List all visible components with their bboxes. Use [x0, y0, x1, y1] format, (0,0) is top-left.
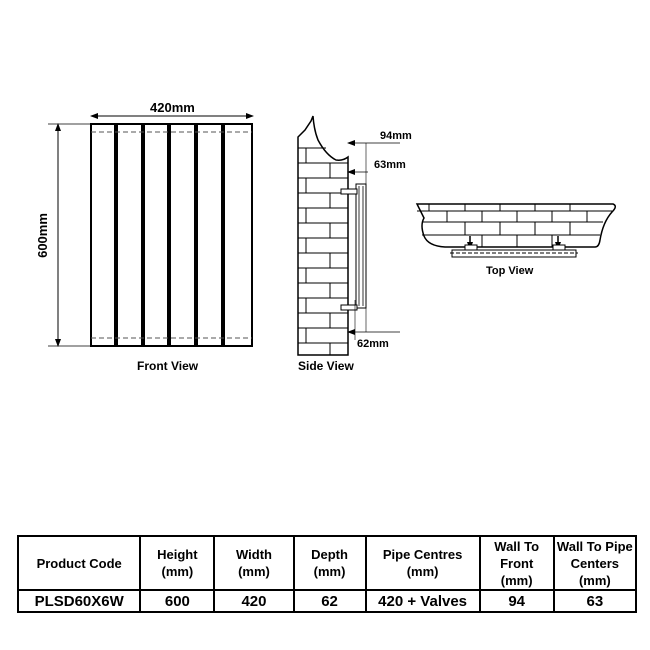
side-view-label: Side View — [298, 359, 354, 373]
depth-dimension: 62mm — [357, 338, 389, 350]
header-depth: Depth(mm) — [292, 535, 367, 591]
top-view-label: Top View — [486, 265, 534, 277]
cell-pipe-centres: 420 + Valves — [364, 589, 481, 613]
spec-table: Product Code Height(mm) Width(mm) Depth(… — [16, 535, 638, 613]
cell-depth: 62 — [292, 589, 367, 613]
front-view-drawing — [48, 113, 254, 347]
spec-table-header-row: Product Code Height(mm) Width(mm) Depth(… — [16, 535, 638, 591]
cell-wall-to-pipe-centers: 63 — [552, 589, 638, 613]
cell-height: 600 — [139, 589, 216, 613]
header-pipe-centres: Pipe Centres(mm) — [364, 535, 481, 591]
table-row: PLSD60X6W 600 420 62 420 + Valves 94 63 — [16, 589, 638, 613]
header-height: Height(mm) — [139, 535, 216, 591]
top-view-drawing — [415, 203, 616, 258]
wall-to-pipe-dimension: 63mm — [374, 159, 406, 171]
cell-width: 420 — [213, 589, 295, 613]
side-view-drawing — [297, 115, 400, 356]
front-width-dimension: 420mm — [150, 100, 195, 115]
cell-wall-to-front: 94 — [478, 589, 555, 613]
header-width: Width(mm) — [213, 535, 295, 591]
wall-to-front-dimension: 94mm — [380, 130, 412, 142]
header-product-code: Product Code — [16, 535, 142, 591]
front-height-dimension: 600mm — [34, 213, 50, 258]
front-view-label: Front View — [137, 359, 199, 373]
cell-product-code: PLSD60X6W — [16, 589, 142, 613]
